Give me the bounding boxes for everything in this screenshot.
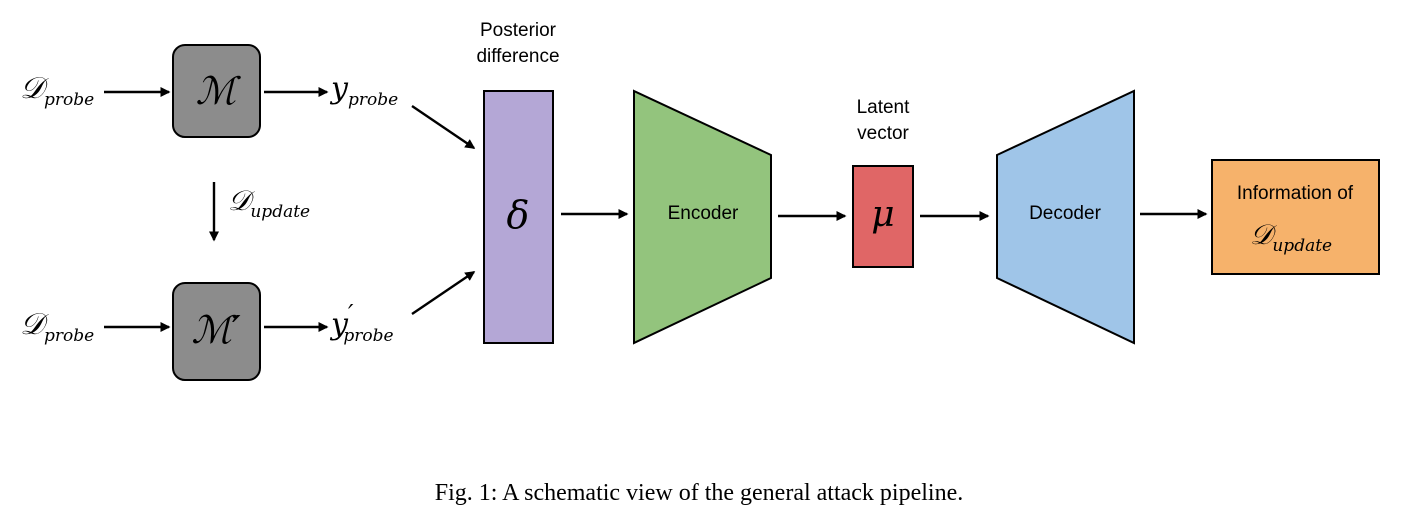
decoder-label: Decoder (1029, 203, 1101, 224)
input-top-label: 𝒟probe (20, 71, 94, 110)
output-top-label: yprobe (329, 71, 398, 110)
posterior-caption-line1: Posterior (480, 20, 557, 41)
arrow-output-top-to-posterior (411, 105, 476, 149)
model-original-symbol: ℳ (196, 69, 242, 113)
result-box (1211, 159, 1380, 275)
input-bottom-label: 𝒟probe (20, 307, 94, 346)
model-updated-symbol: ℳ′ (191, 308, 241, 352)
output-bottom-label: y′probe (329, 300, 394, 346)
latent-symbol: μ (871, 194, 894, 235)
encoder-shape (633, 89, 772, 345)
model-original-box (172, 44, 261, 138)
update-label: 𝒟update (228, 184, 310, 222)
latent-vector-box (852, 165, 914, 268)
figure-caption: Fig. 1: A schematic view of the general … (435, 480, 964, 506)
model-updated-box (172, 282, 261, 381)
posterior-caption-line2: difference (476, 46, 559, 67)
posterior-difference-box (483, 90, 554, 344)
posterior-symbol: δ (507, 193, 530, 237)
result-line2: 𝒟update (1250, 218, 1332, 256)
arrow-output-bottom-to-posterior (411, 271, 476, 315)
latent-caption-line2: vector (857, 123, 909, 144)
decoder-shape (996, 89, 1135, 345)
encoder-label: Encoder (668, 203, 739, 224)
result-line1: Information of (1237, 183, 1354, 204)
latent-caption-line1: Latent (857, 97, 911, 118)
